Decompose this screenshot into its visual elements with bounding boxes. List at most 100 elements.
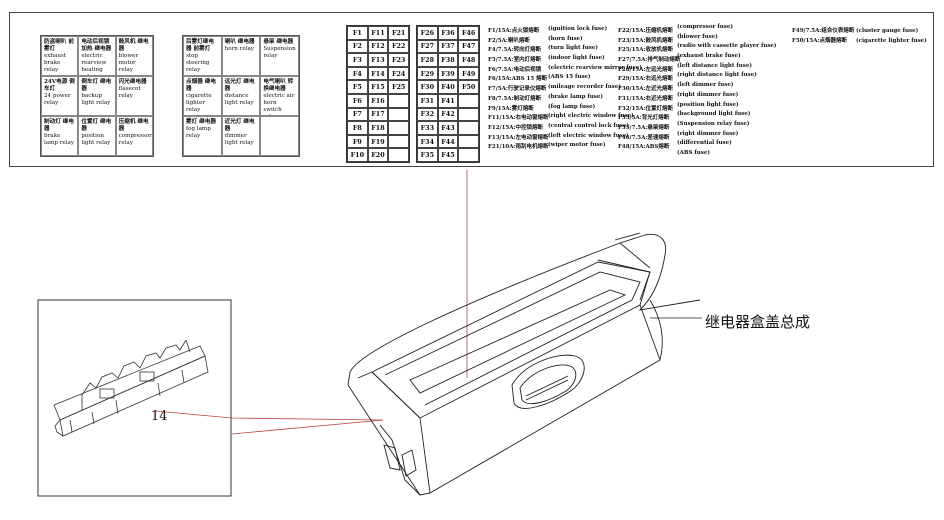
fuse-cell (458, 107, 479, 122)
fuse-cell: F13 (367, 53, 389, 67)
fuse-cell: F30 (417, 80, 438, 94)
fuse-legend-item: F30/15A:左近光熔断 (618, 86, 674, 93)
relay-cell-en: brake lamp relay (44, 133, 75, 146)
fuse-legend-item: (horn fuse) (548, 35, 583, 42)
fuse-cell: F29 (417, 66, 438, 81)
fuse-legend-item: F48/15A:ABS熔断 (618, 144, 670, 151)
fuse-cell (388, 121, 409, 135)
relay-cell-en: dimmer light relay (224, 133, 254, 146)
fuse-legend-item: (exhaust brake fuse) (677, 53, 741, 60)
fuse-legend-item: (radio with cassette player fuse) (677, 43, 777, 50)
relay-cell-en: backup light relay (81, 93, 111, 106)
fuse-legend-item: (right distance light fuse) (677, 72, 757, 79)
fuse-legend-item: F49/7.5A:组合仪表熔断 (792, 28, 855, 34)
fuse-legend-item: (indoor light fuse) (548, 55, 605, 62)
fuse-cell: F3 (347, 53, 368, 67)
fuse-legend-item: (fog lamp fuse) (548, 103, 596, 110)
relay-cell-cn: 远光灯 继电器 (224, 79, 255, 92)
relay-cell-cn: 倒车灯 继电器 (81, 79, 112, 92)
fuse-legend-item: F11/15A:右电动窗熔断 (488, 115, 549, 122)
relay-cover-assembly-label: 继电器盒盖总成 (705, 313, 811, 331)
fuse-legend-item: F21/10A:雨刮电机熔断 (488, 144, 549, 151)
relay-cell-cn: 后雾灯继电器 前雾灯 (186, 39, 214, 52)
relay-cell-cn: 电气喇叭 转换继电器 (263, 79, 294, 92)
relay-cell-cn: 近光灯 继电器 (224, 119, 255, 132)
fuse-legend-item: (mileage recorder fuse) (548, 84, 621, 91)
fuse-legend-item: (position light fuse) (677, 101, 739, 108)
fuse-legend-item: F50/15A:点烟器熔断 (792, 37, 848, 44)
relay-cell-en: 24 power relay (44, 93, 71, 106)
relay-cell-cn: 悬架 继电器 (263, 39, 294, 45)
fuse-cell: F14 (367, 66, 389, 81)
fuse-cell: F35 (417, 148, 438, 162)
fuse-cell: F45 (437, 148, 459, 162)
fuse-legend-item: (right electric window fuse) (548, 113, 634, 120)
fuse-legend-item: F29/15A:右远光熔断 (618, 76, 674, 83)
fuse-legend-item: F4/7.5A:转向灯熔断 (488, 47, 542, 54)
fuse-cell (458, 121, 479, 135)
fuse-cell: F28 (417, 53, 438, 67)
fuse-legend-item: F22/15A:压缩机熔断 (618, 28, 674, 34)
fuse-legend-item: F33/5A:背光灯熔断 (618, 115, 670, 122)
fuse-legend-item: F9/15A:雾灯熔断 (488, 105, 534, 112)
fuse-cell: F32 (417, 107, 438, 122)
fuse-cell (458, 134, 479, 149)
relay-cell-en: distance light relay (224, 93, 254, 106)
detail-box (37, 299, 232, 497)
fuse-cell: F1 (347, 26, 368, 40)
fuse-cell (388, 134, 409, 149)
fuse-cell (388, 148, 409, 162)
fuse-cell: F17 (367, 107, 389, 122)
relay-cell-en: electric rearview heating relay (81, 53, 107, 75)
fuse-cell: F20 (367, 148, 389, 162)
fuse-cell (458, 94, 479, 108)
fuse-cell: F46 (458, 26, 479, 40)
fuse-cell (388, 107, 409, 122)
relay-cell-en: compressor relay (118, 133, 152, 146)
fuse-legend-item: F28/15A:左远光熔断 (618, 66, 674, 73)
relay-cell-en: Suspension relay (263, 46, 296, 59)
fuse-legend-item: F23/15A:鼓风机熔断 (618, 37, 674, 44)
fuse-cell: F4 (347, 66, 368, 81)
fuse-cell: F12 (367, 39, 389, 54)
relay-cell-en: blower motor relay (118, 53, 139, 73)
fuse-legend-item: (right dimmer fuse) (677, 91, 739, 98)
fuse-legend-item: (wiper motor fuse) (548, 142, 606, 149)
fuse-cell: F33 (417, 121, 438, 135)
fuse-legend-item: F1/15A:点火锁熔断 (488, 28, 540, 34)
fuse-cell: F24 (388, 66, 409, 81)
fuse-legend-item: (ABS 15 fuse) (548, 74, 591, 81)
fuse-legend-item: F12/15A:中控锁熔断 (488, 124, 544, 131)
fuse-cell: F25 (388, 80, 409, 94)
fuse-cell: F36 (437, 26, 459, 40)
fuse-cell: F38 (437, 53, 459, 67)
fuse-cell: F23 (388, 53, 409, 67)
fuse-legend-item: F46/7.5A:差速熔断 (618, 134, 670, 141)
fuse-legend-item: (right dimmer fuse) (677, 130, 739, 137)
relay-cell-en: horn relay (224, 46, 254, 52)
fuse-legend-item: F6/7.5A:电动后视镜 (488, 66, 542, 73)
fuse-cell (388, 94, 409, 108)
fuse-legend-item: F8/7.5A:制动灯熔断 (488, 95, 542, 102)
fuse-cell: F19 (367, 134, 389, 149)
fuse-legend-item: F7/5A:行驶记录仪熔断 (488, 86, 547, 93)
relay-cell-en: fog lamp relay (186, 126, 211, 139)
fuse-legend-item: (blower fuse) (677, 33, 718, 40)
relay-cell-cn: 喇叭 继电器 (224, 39, 255, 45)
fuse-cell: F47 (458, 39, 479, 54)
